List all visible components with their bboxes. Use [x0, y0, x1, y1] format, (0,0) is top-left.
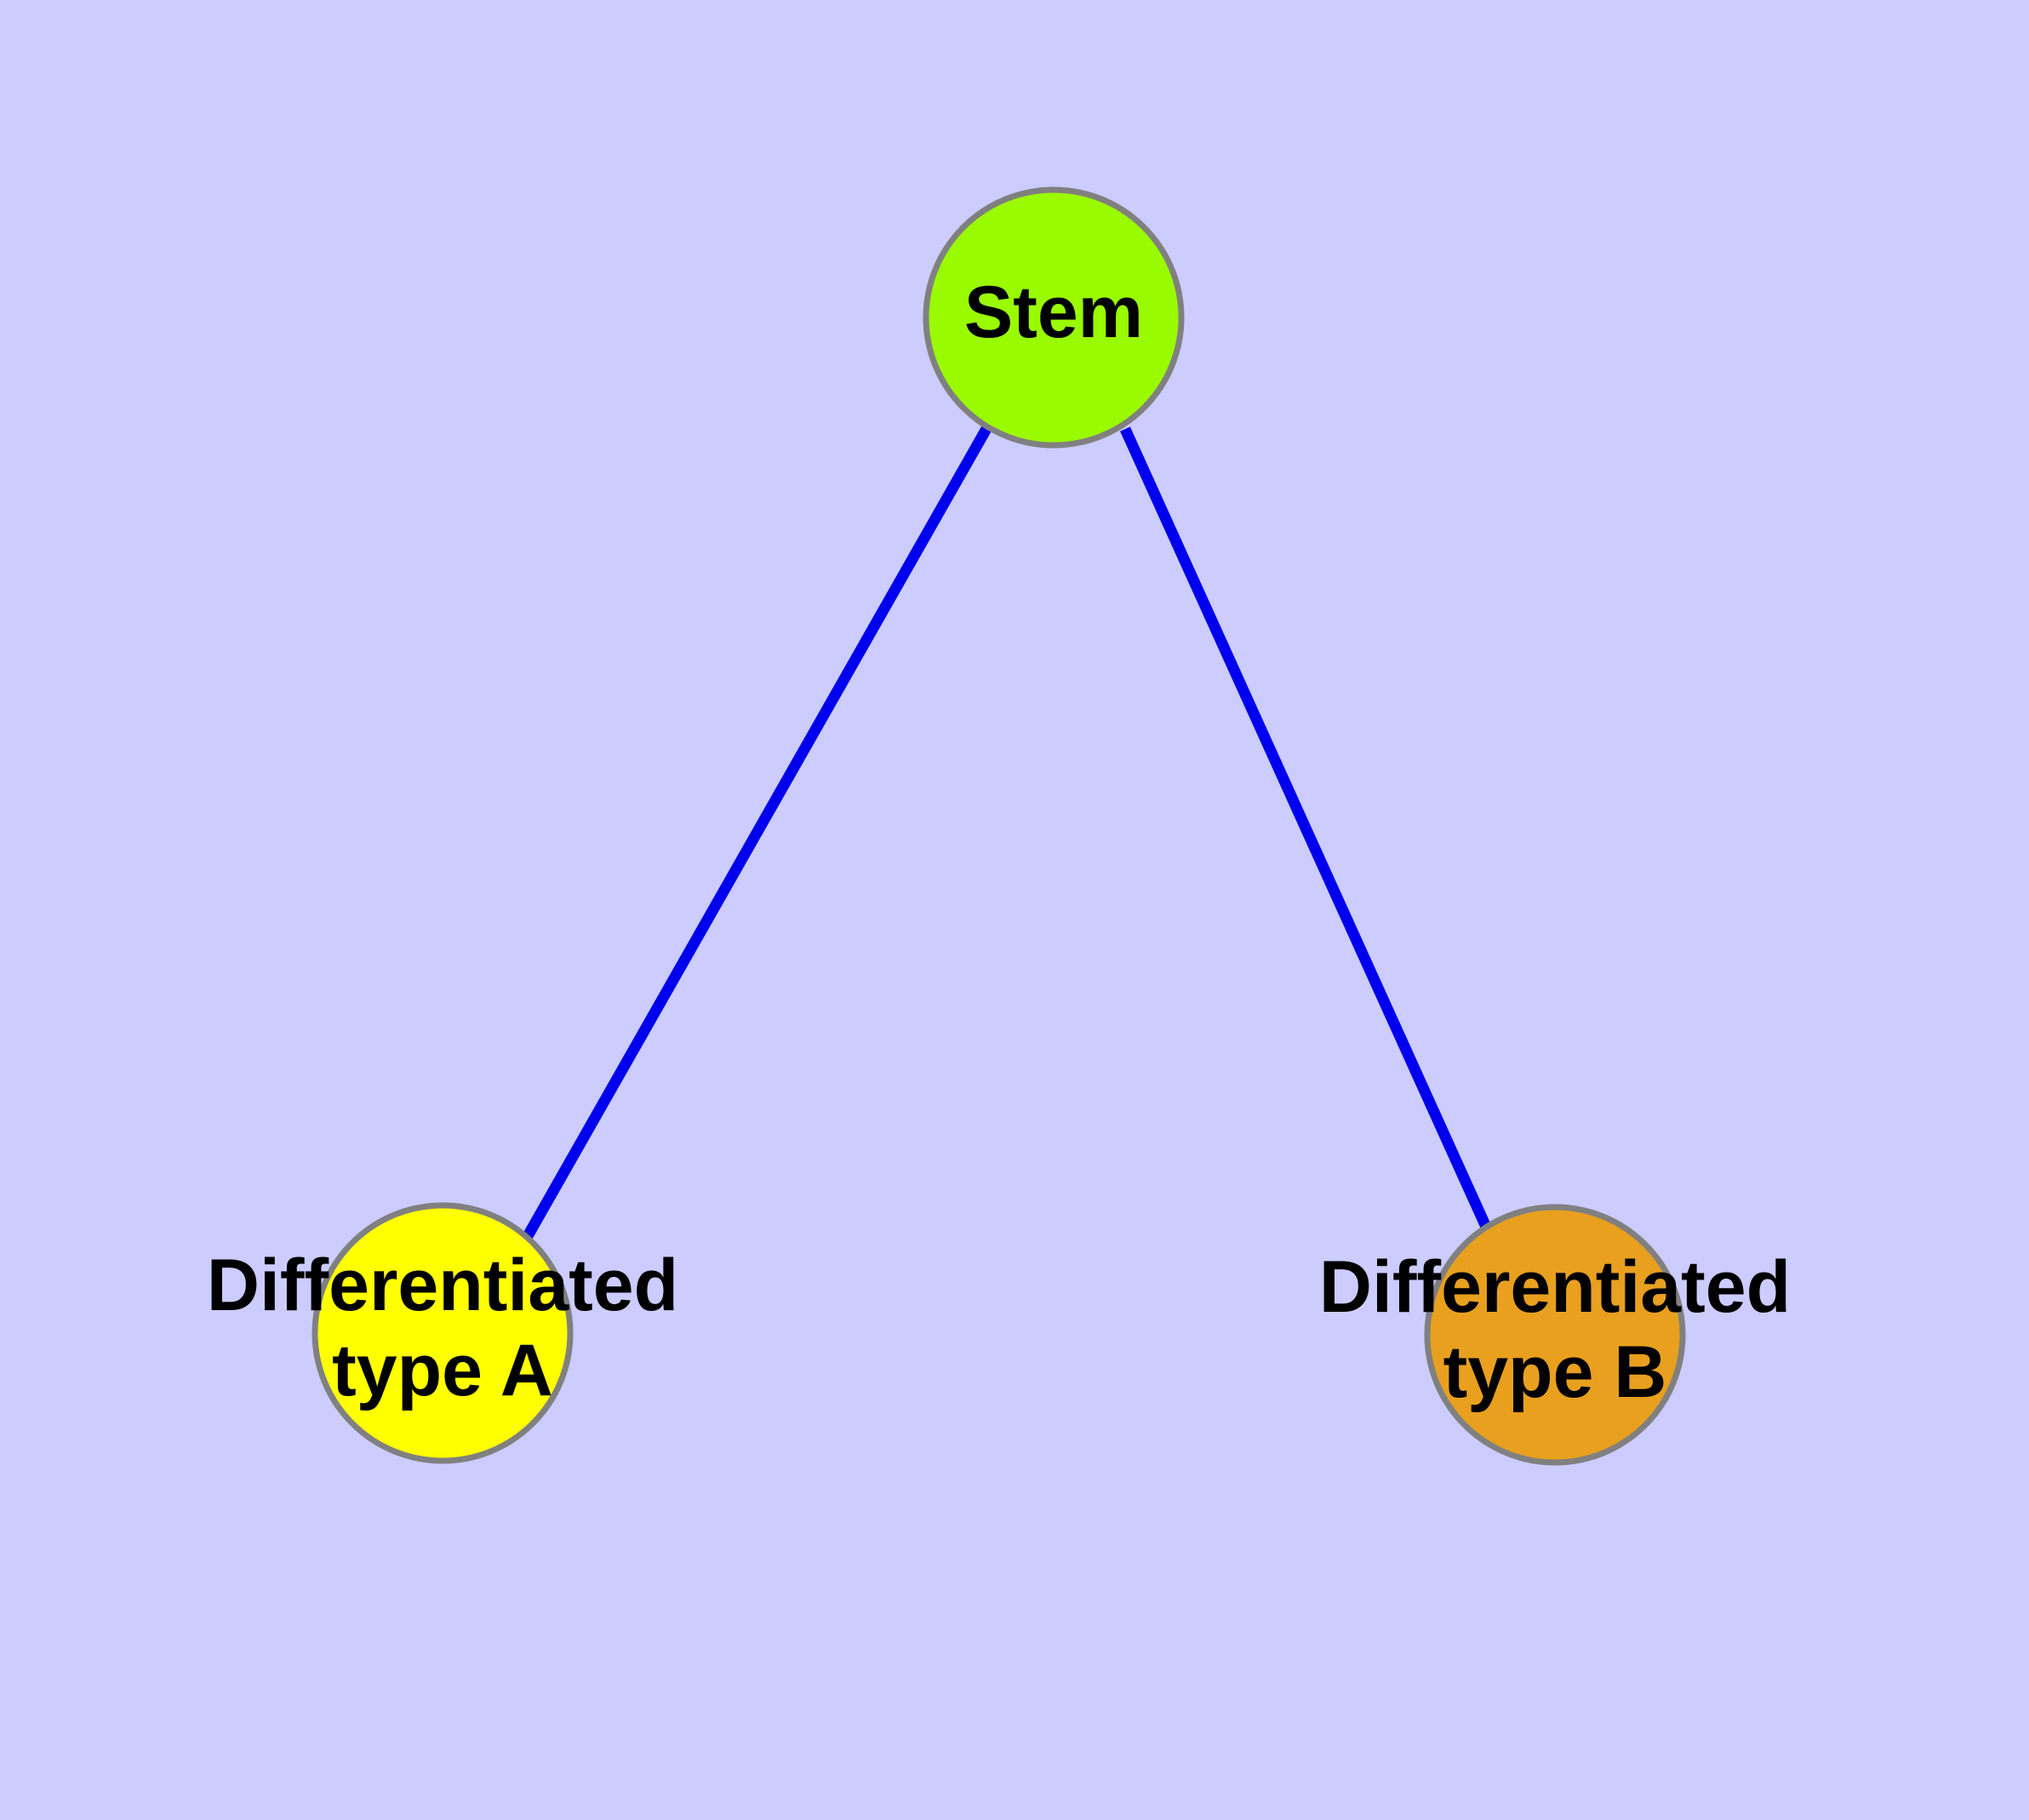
node-label-line: Differentiated — [207, 1245, 678, 1326]
node-differentiated-type-b-circle[interactable] — [1424, 1204, 1686, 1466]
edge-stem-to-diff-b[interactable] — [1120, 426, 1495, 1237]
node-stem-circle[interactable] — [923, 186, 1185, 449]
node-stem[interactable]: Stem — [923, 186, 1185, 449]
node-differentiated-type-a-circle[interactable] — [311, 1202, 574, 1464]
node-label-line: type B — [1443, 1331, 1667, 1413]
node-label-line: type A — [332, 1330, 553, 1411]
node-label-line: Differentiated — [1319, 1246, 1791, 1328]
edge-stem-to-diff-a[interactable] — [523, 424, 992, 1239]
edge-layer — [523, 424, 1495, 1239]
node-label-line: Stem — [964, 272, 1143, 353]
node-stem-label: Stem — [964, 272, 1143, 353]
